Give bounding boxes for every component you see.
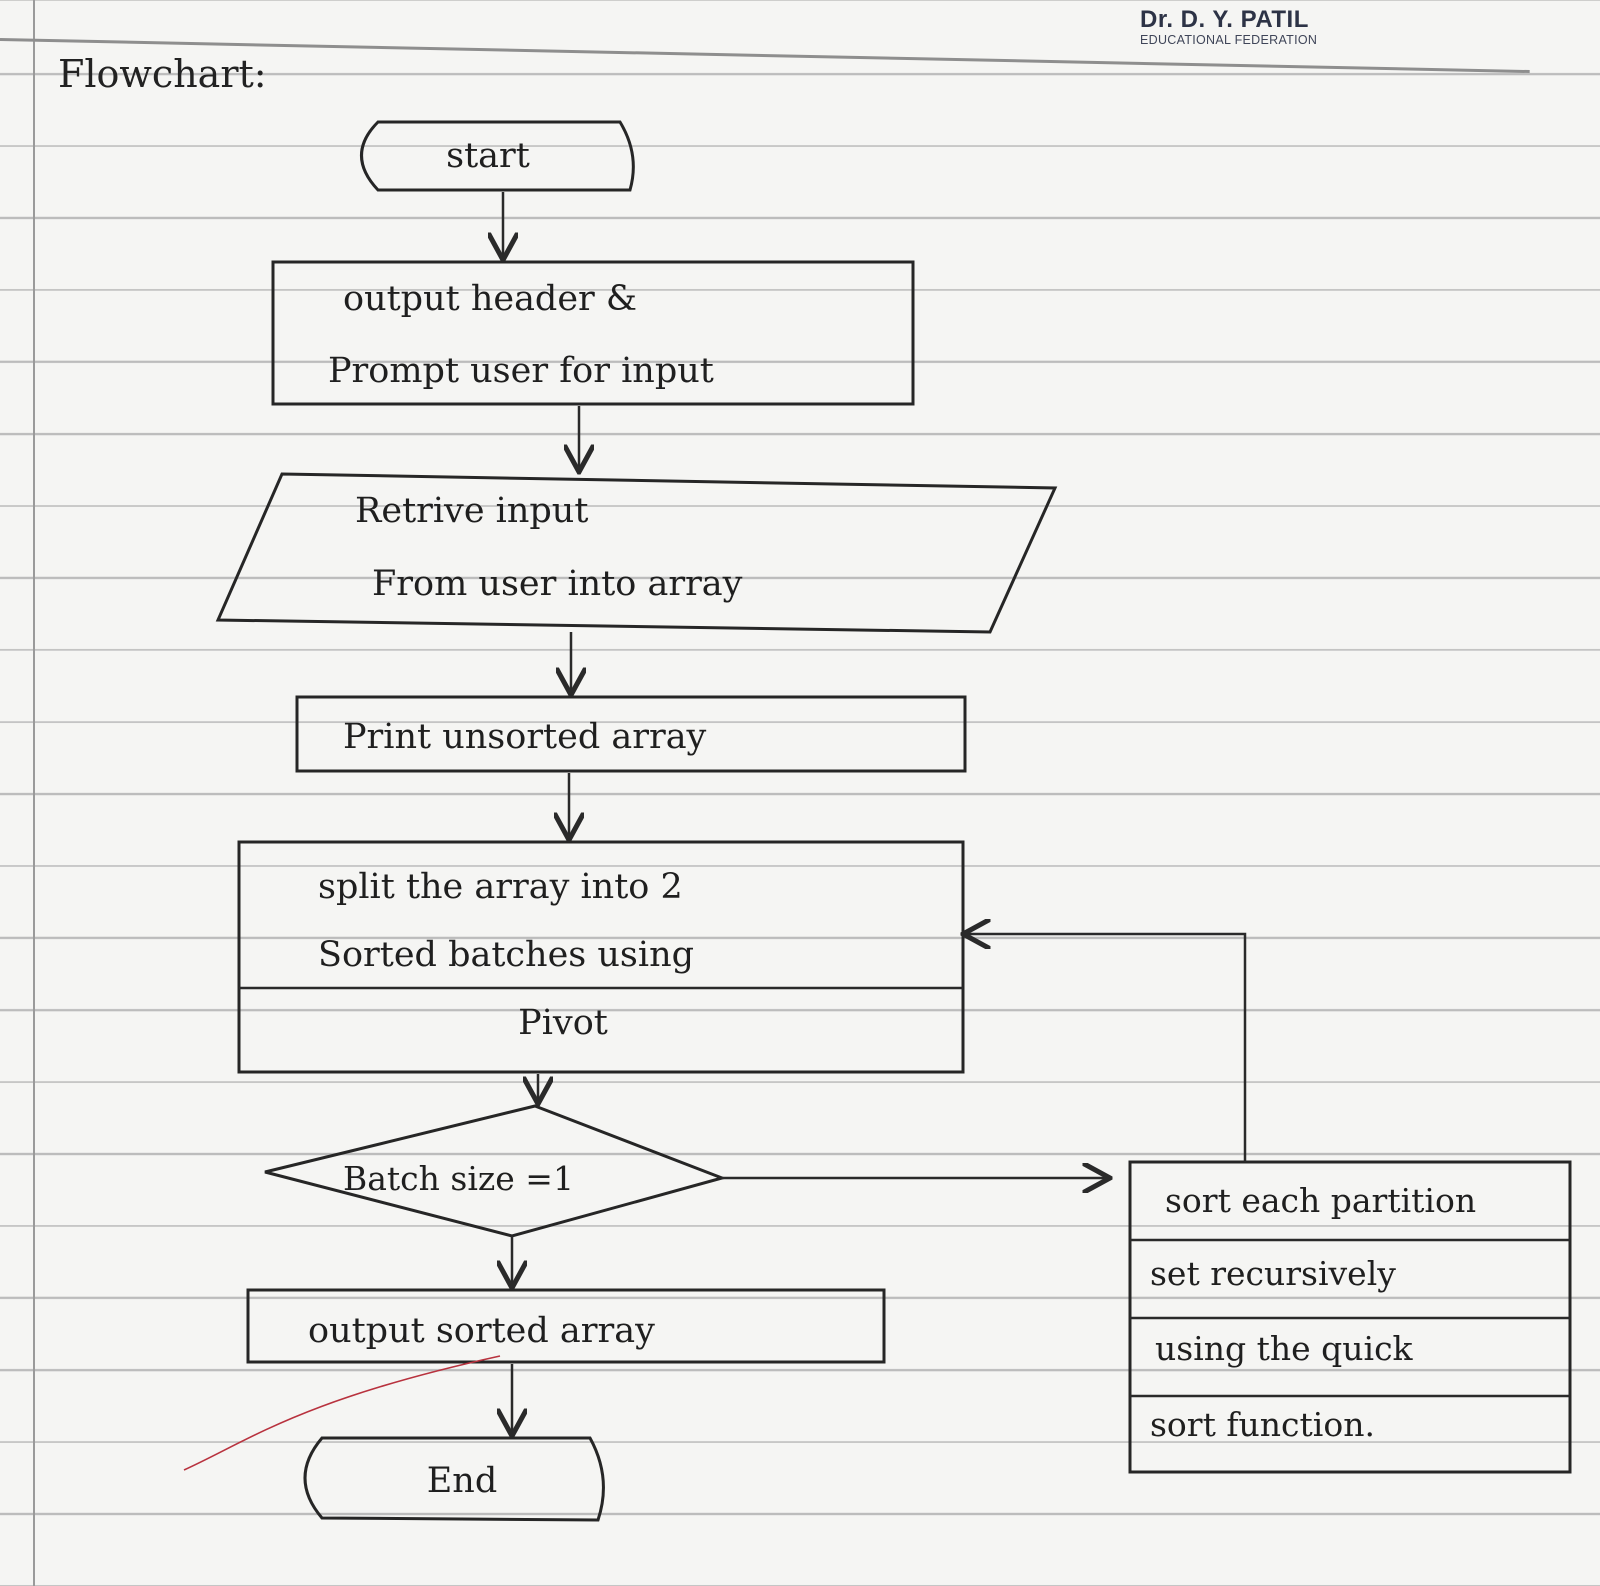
decision-label: Batch size =1 bbox=[343, 1159, 574, 1198]
output-header-line-1: output header & bbox=[343, 279, 637, 319]
sort-partition-line-3: using the quick bbox=[1155, 1329, 1414, 1368]
margin-line bbox=[33, 0, 35, 1586]
split-array-process: split the array into 2 Sorted batches us… bbox=[237, 840, 965, 1074]
brand-subtitle: EDUCATIONAL FEDERATION bbox=[1140, 33, 1318, 47]
output-sorted-process: output sorted array bbox=[246, 1288, 886, 1364]
print-unsorted-process: Print unsorted array bbox=[295, 695, 967, 773]
end-terminal: End bbox=[303, 1436, 605, 1522]
sort-partition-line-1: sort each partition bbox=[1165, 1181, 1476, 1220]
batch-size-decision: Batch size =1 bbox=[264, 1104, 727, 1238]
retrieve-input-io: Retrive input From user into array bbox=[215, 472, 1058, 634]
retrieve-input-line-2: From user into array bbox=[372, 564, 743, 604]
print-unsorted-label: Print unsorted array bbox=[343, 717, 707, 757]
brand-logo: Dr. D. Y. PATIL EDUCATIONAL FEDERATION bbox=[1140, 6, 1400, 47]
output-header-line-2: Prompt user for input bbox=[328, 351, 714, 391]
sort-partition-process: sort each partition set recursively usin… bbox=[1128, 1160, 1572, 1474]
page-heading: Flowchart: bbox=[58, 52, 267, 96]
output-sorted-label: output sorted array bbox=[308, 1311, 655, 1351]
sort-partition-line-2: set recursively bbox=[1150, 1254, 1396, 1293]
brand-name: Dr. D. Y. PATIL bbox=[1140, 6, 1309, 33]
retrieve-input-line-1: Retrive input bbox=[355, 491, 588, 531]
split-array-line-3: Pivot bbox=[518, 1003, 608, 1043]
loop-back-arrow bbox=[963, 934, 1247, 1162]
start-terminal: start bbox=[360, 120, 635, 192]
end-label: End bbox=[427, 1461, 498, 1501]
start-label: start bbox=[446, 136, 530, 176]
output-header-process: output header & Prompt user for input bbox=[271, 260, 915, 406]
sort-partition-line-4: sort function. bbox=[1150, 1405, 1375, 1444]
split-array-line-1: split the array into 2 bbox=[318, 867, 683, 907]
pen-stroke-mark bbox=[183, 1355, 501, 1471]
split-array-line-2: Sorted batches using bbox=[318, 935, 694, 975]
